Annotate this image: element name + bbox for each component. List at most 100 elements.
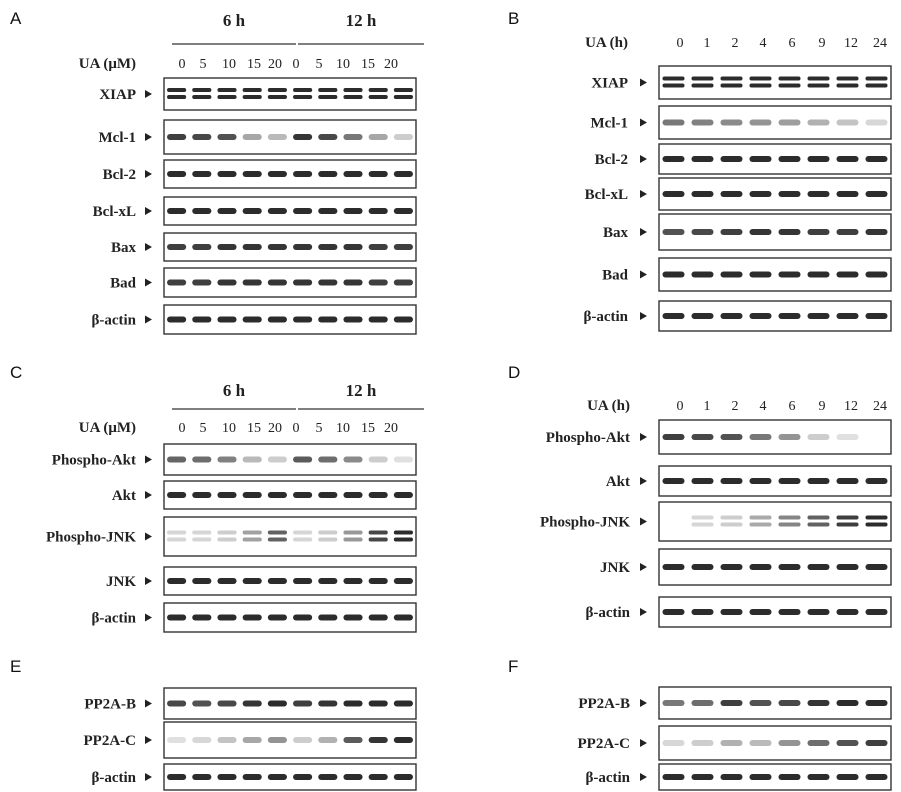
blot-band [749, 229, 772, 235]
blot-band [691, 271, 714, 278]
lane-label: 1 [704, 36, 711, 51]
blot-band [368, 95, 388, 99]
blot-frame [163, 763, 417, 791]
blot-band [242, 171, 262, 177]
blot-band [807, 774, 830, 780]
band-pointer-arrow-icon [145, 207, 152, 215]
blot-band [807, 76, 830, 81]
blot-band [778, 478, 801, 484]
blot-band [217, 578, 237, 584]
blot-band [720, 740, 743, 746]
blot-band [749, 156, 772, 162]
band-pointer-arrow-icon [145, 243, 152, 251]
blot-band [318, 171, 338, 177]
band-pointer-arrow-icon [145, 773, 152, 781]
blot-band [393, 134, 413, 140]
blot-band [368, 774, 388, 780]
protein-label: XIAP [591, 76, 628, 92]
lane-label: 0 [293, 57, 300, 72]
lane-label: 15 [247, 421, 261, 436]
blot-band [836, 191, 859, 197]
lane-label: 15 [361, 421, 375, 436]
blot-band [167, 279, 187, 286]
lane-label: 2 [732, 399, 739, 414]
blot-band [217, 774, 237, 780]
blot-band [778, 76, 801, 81]
protein-label: Bcl-2 [595, 152, 628, 168]
blot-band [691, 774, 714, 780]
blot-band [368, 244, 388, 250]
blot-band [691, 478, 714, 484]
protein-label: Phospho-Akt [546, 430, 630, 446]
blot-band [267, 614, 287, 621]
blot-band [242, 700, 262, 707]
blot-band [368, 208, 388, 214]
blot-band [318, 95, 338, 99]
lane-label: 24 [873, 399, 887, 414]
panel-letter: D [508, 363, 520, 382]
blot-band [393, 578, 413, 584]
blot-row-beta-actin: β-actin [91, 602, 417, 633]
blot-row-akt: Akt [112, 480, 417, 510]
blot-band [167, 456, 187, 463]
blot-band [778, 156, 801, 162]
group-label: 12 h [346, 381, 377, 400]
blot-band [343, 700, 363, 707]
protein-label: JNK [600, 560, 630, 576]
blot-band [836, 609, 859, 615]
blot-band [393, 614, 413, 621]
treatment-axis-label: UA (h) [585, 35, 628, 51]
blot-band [267, 95, 287, 99]
blot-band [807, 156, 830, 162]
lane-label: 0 [179, 421, 186, 436]
blot-band [807, 229, 830, 235]
blot-band [217, 700, 237, 707]
blot-band [318, 134, 338, 140]
group-label: 6 h [223, 11, 246, 30]
blot-band [807, 515, 830, 520]
blot-band [242, 279, 262, 286]
blot-band [807, 119, 830, 126]
blot-band [691, 522, 714, 527]
blot-band [192, 578, 212, 584]
blot-band [778, 700, 801, 706]
blot-row-phospho-akt: Phospho-Akt [546, 419, 892, 455]
band-pointer-arrow-icon [145, 90, 152, 98]
blot-band [778, 774, 801, 780]
blot-band [343, 537, 363, 542]
blot-band [343, 316, 363, 323]
blot-band [691, 119, 714, 126]
blot-band [836, 774, 859, 780]
blot-band [865, 700, 888, 706]
band-pointer-arrow-icon [145, 613, 152, 622]
blot-band [836, 522, 859, 527]
blot-band [662, 119, 685, 126]
blot-band [720, 434, 743, 440]
blot-band [318, 244, 338, 250]
blot-band [192, 244, 212, 250]
band-pointer-arrow-icon [640, 477, 647, 485]
blot-band [836, 83, 859, 88]
blot-band [318, 88, 338, 92]
blot-band [393, 88, 413, 92]
blot-band [865, 564, 888, 570]
blot-band [749, 434, 772, 440]
blot-band [318, 208, 338, 214]
blot-band [865, 522, 888, 527]
blot-band [662, 609, 685, 615]
blot-band [393, 95, 413, 99]
lane-label: 4 [760, 399, 767, 414]
blot-band [318, 279, 338, 286]
blot-row-pp2a-b: PP2A-B [578, 686, 892, 720]
blot-band [749, 271, 772, 278]
blot-row-bcl-xl: Bcl-xL [93, 196, 417, 226]
blot-row-beta-actin: β-actin [91, 763, 417, 791]
protein-label: PP2A-C [84, 733, 137, 749]
blot-band [836, 515, 859, 520]
band-pointer-arrow-icon [640, 517, 647, 526]
blot-band [836, 119, 859, 126]
blot-band [343, 737, 363, 743]
band-pointer-arrow-icon [145, 455, 152, 464]
